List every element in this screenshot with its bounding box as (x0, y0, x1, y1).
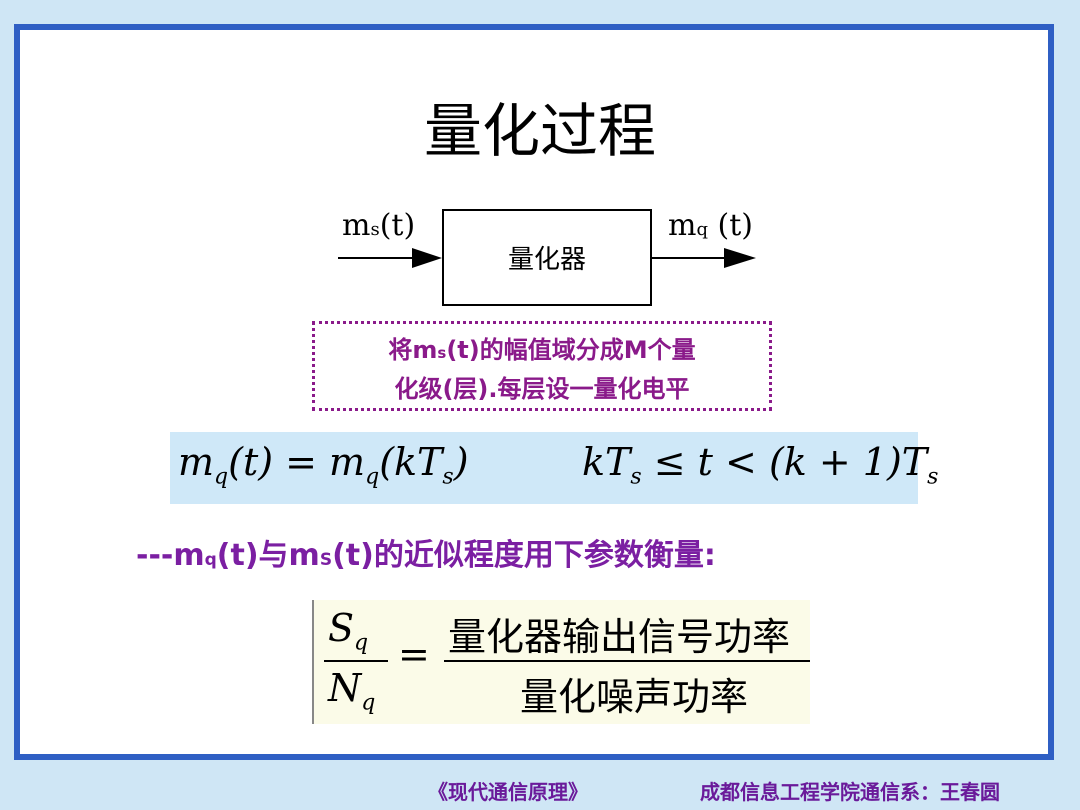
desc-s: S (319, 550, 333, 570)
output-signal-label: mq (t) (668, 208, 753, 243)
f1-kts: (kT (379, 440, 443, 484)
output-signal-main: m (668, 208, 697, 243)
input-signal-sub: s (370, 219, 380, 240)
input-signal-arg: (t) (379, 208, 416, 243)
f1r-s: s (630, 464, 642, 490)
snr-equals: = (398, 632, 430, 676)
footer-author: 成都信息工程学院通信系：王春圆 (700, 780, 1000, 804)
formula-snr: Sq Nq = 量化器输出信号功率 量化噪声功率 (312, 600, 810, 724)
f1-q: q (214, 464, 229, 490)
desc-q: q (204, 550, 217, 570)
f1r-kt: kT (582, 440, 631, 484)
f1-close: ) (453, 440, 469, 484)
quantizer-label: 量化器 (507, 245, 586, 275)
f1r-s2: s (927, 464, 939, 490)
output-signal-sub: q (696, 219, 708, 240)
input-signal-label: ms(t) (342, 208, 415, 243)
f1r-rest: ≤ t < (k + 1)T (641, 440, 928, 484)
note-line-1-sub: s (437, 344, 447, 362)
snr-numerator-symbol: Sq (328, 606, 368, 656)
snr-denominator-text: 量化噪声功率 (520, 675, 749, 719)
snr-numerator-text: 量化器输出信号功率 (448, 615, 791, 659)
footer-course: 《现代通信原理》 (428, 780, 588, 804)
formula-right: kTs ≤ t < (k + 1)Ts (582, 440, 938, 490)
formula-left: mq(t) = mq(kTs) (178, 440, 469, 490)
f1-t: (t) (228, 440, 274, 484)
snr-N: N (328, 666, 362, 710)
f1-q2: q (365, 464, 380, 490)
output-signal-arg: (t) (717, 208, 753, 243)
f1-s: s (442, 464, 454, 490)
output-arrow-head (724, 248, 756, 268)
quantization-note: 将ms(t)的幅值域分成M个量 化级(层).每层设一量化电平 (312, 321, 772, 411)
note-line-2: 化级(层).每层设一量化电平 (394, 375, 690, 403)
block-diagram (338, 248, 756, 268)
desc-dash: ---m (136, 538, 205, 573)
snr-fraction-bar-left (324, 660, 388, 662)
input-arrow-head (412, 248, 442, 268)
description-line: ---mq(t)与mS(t)的近似程度用下参数衡量: (136, 530, 716, 574)
desc-part2: (t)的近似程度用下参数衡量: (332, 538, 716, 573)
snr-S: S (328, 606, 355, 650)
f1-eq-m: = m (273, 440, 366, 484)
quantizer-box: 量化器 (442, 209, 652, 306)
note-line-1-b: (t)的幅值域分成M个量 (446, 336, 696, 364)
slide-title: 量化过程 (423, 97, 656, 165)
note-line-1: 将ms(t)的幅值域分成M个量 (315, 332, 769, 371)
desc-part1: (t)与m (216, 538, 320, 573)
snr-denominator-symbol: Nq (328, 666, 375, 716)
f1-m: m (178, 440, 215, 484)
formula-sampling: mq(t) = mq(kTs) kTs ≤ t < (k + 1)Ts (170, 432, 938, 504)
snr-fraction-bar-right (444, 660, 810, 662)
snr-q1: q (354, 630, 369, 656)
input-signal-main: m (342, 208, 371, 243)
note-line-1-a: 将m (388, 336, 438, 364)
snr-q2: q (361, 690, 376, 716)
